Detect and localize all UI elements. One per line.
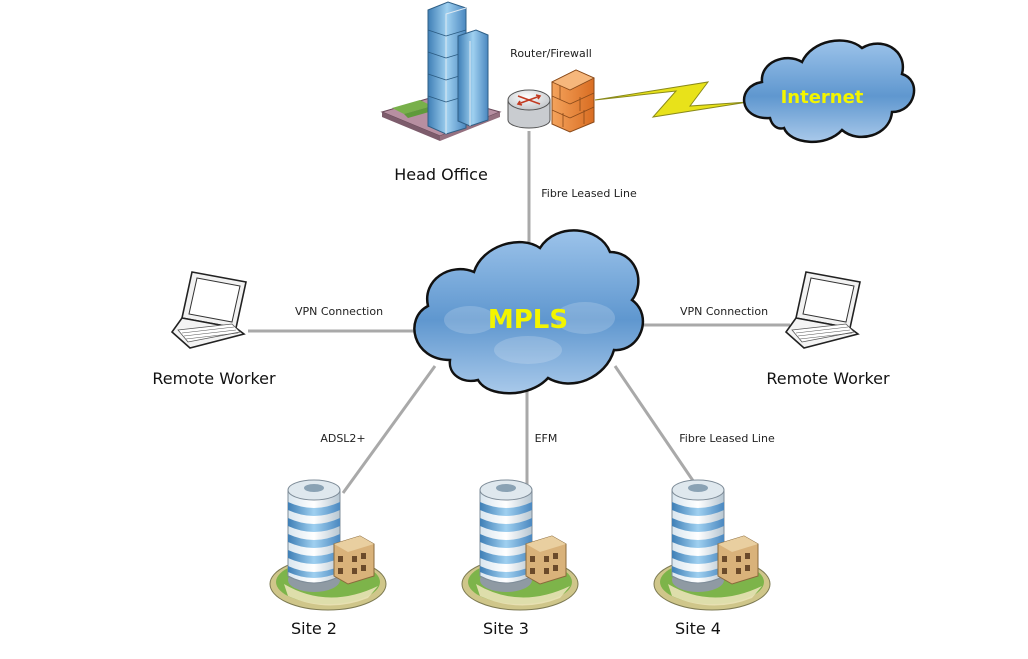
link-label-head-office: Fibre Leased Line	[541, 187, 637, 200]
laptop-icon	[171, 271, 247, 349]
firewall-icon	[551, 69, 595, 133]
building-icon	[461, 479, 579, 611]
link-site2-mpls	[341, 365, 437, 494]
link-lines	[248, 131, 790, 494]
remote-worker-label: Remote Worker	[766, 369, 890, 388]
router-icon	[507, 89, 551, 129]
link-site4-mpls	[613, 365, 702, 492]
site-label: Site 4	[675, 619, 721, 638]
site-3: Site 3	[461, 479, 579, 638]
site-4: Site 4	[653, 479, 771, 638]
site-label: Site 3	[483, 619, 529, 638]
laptop-icon	[785, 271, 861, 349]
office-tower-icon	[380, 1, 502, 141]
head-office-label: Head Office	[394, 165, 488, 184]
router-firewall-label: Router/Firewall	[510, 47, 592, 60]
remote-worker-left: Remote Worker	[152, 271, 276, 388]
remote-worker-right: Remote Worker	[766, 271, 890, 388]
cloud-icon	[743, 39, 916, 144]
internet-cloud: Internet	[743, 39, 916, 144]
link-label-site2: ADSL2+	[320, 432, 365, 445]
site-label: Site 2	[291, 619, 337, 638]
remote-worker-label: Remote Worker	[152, 369, 276, 388]
site-2: Site 2	[269, 479, 387, 638]
link-label-remote-left: VPN Connection	[295, 305, 383, 318]
mpls-cloud: MPLS	[413, 229, 644, 395]
building-icon	[653, 479, 771, 611]
link-label-site3: EFM	[535, 432, 558, 445]
link-label-remote-right: VPN Connection	[680, 305, 768, 318]
cloud-icon	[413, 229, 644, 395]
building-icon	[269, 479, 387, 611]
internet-label: Internet	[781, 87, 864, 108]
link-label-site4: Fibre Leased Line	[679, 432, 775, 445]
mpls-label: MPLS	[488, 305, 568, 335]
lightning-bolt-icon	[594, 81, 749, 118]
